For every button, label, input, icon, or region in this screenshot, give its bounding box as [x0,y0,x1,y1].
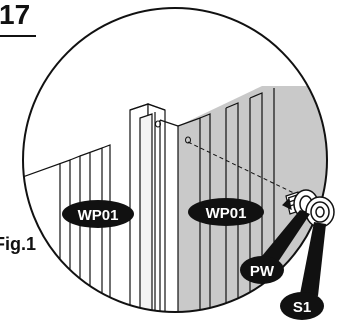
s1-leader [300,222,326,296]
center-post [129,103,179,312]
step-number-group: 17 [0,0,36,37]
callout-pw-text: PW [250,263,275,280]
callout-pw: PW [240,256,284,284]
hole-panel [185,136,191,144]
cap-icon [305,196,335,228]
figure-label: Fig.1 [0,234,36,254]
callout-wp01-left-text: WP01 [78,207,119,224]
callout-wp01-right: WP01 [188,198,264,226]
callout-s1-text: S1 [293,299,311,316]
step-number: 17 [0,0,30,30]
detail-circle-border [22,7,328,313]
screw-holes [155,120,191,144]
pw-leader [262,210,310,262]
hole-post [155,120,161,128]
callout-wp01-left: WP01 [62,200,134,228]
callout-s1: S1 [280,292,324,320]
callout-wp01-right-text: WP01 [206,205,247,222]
